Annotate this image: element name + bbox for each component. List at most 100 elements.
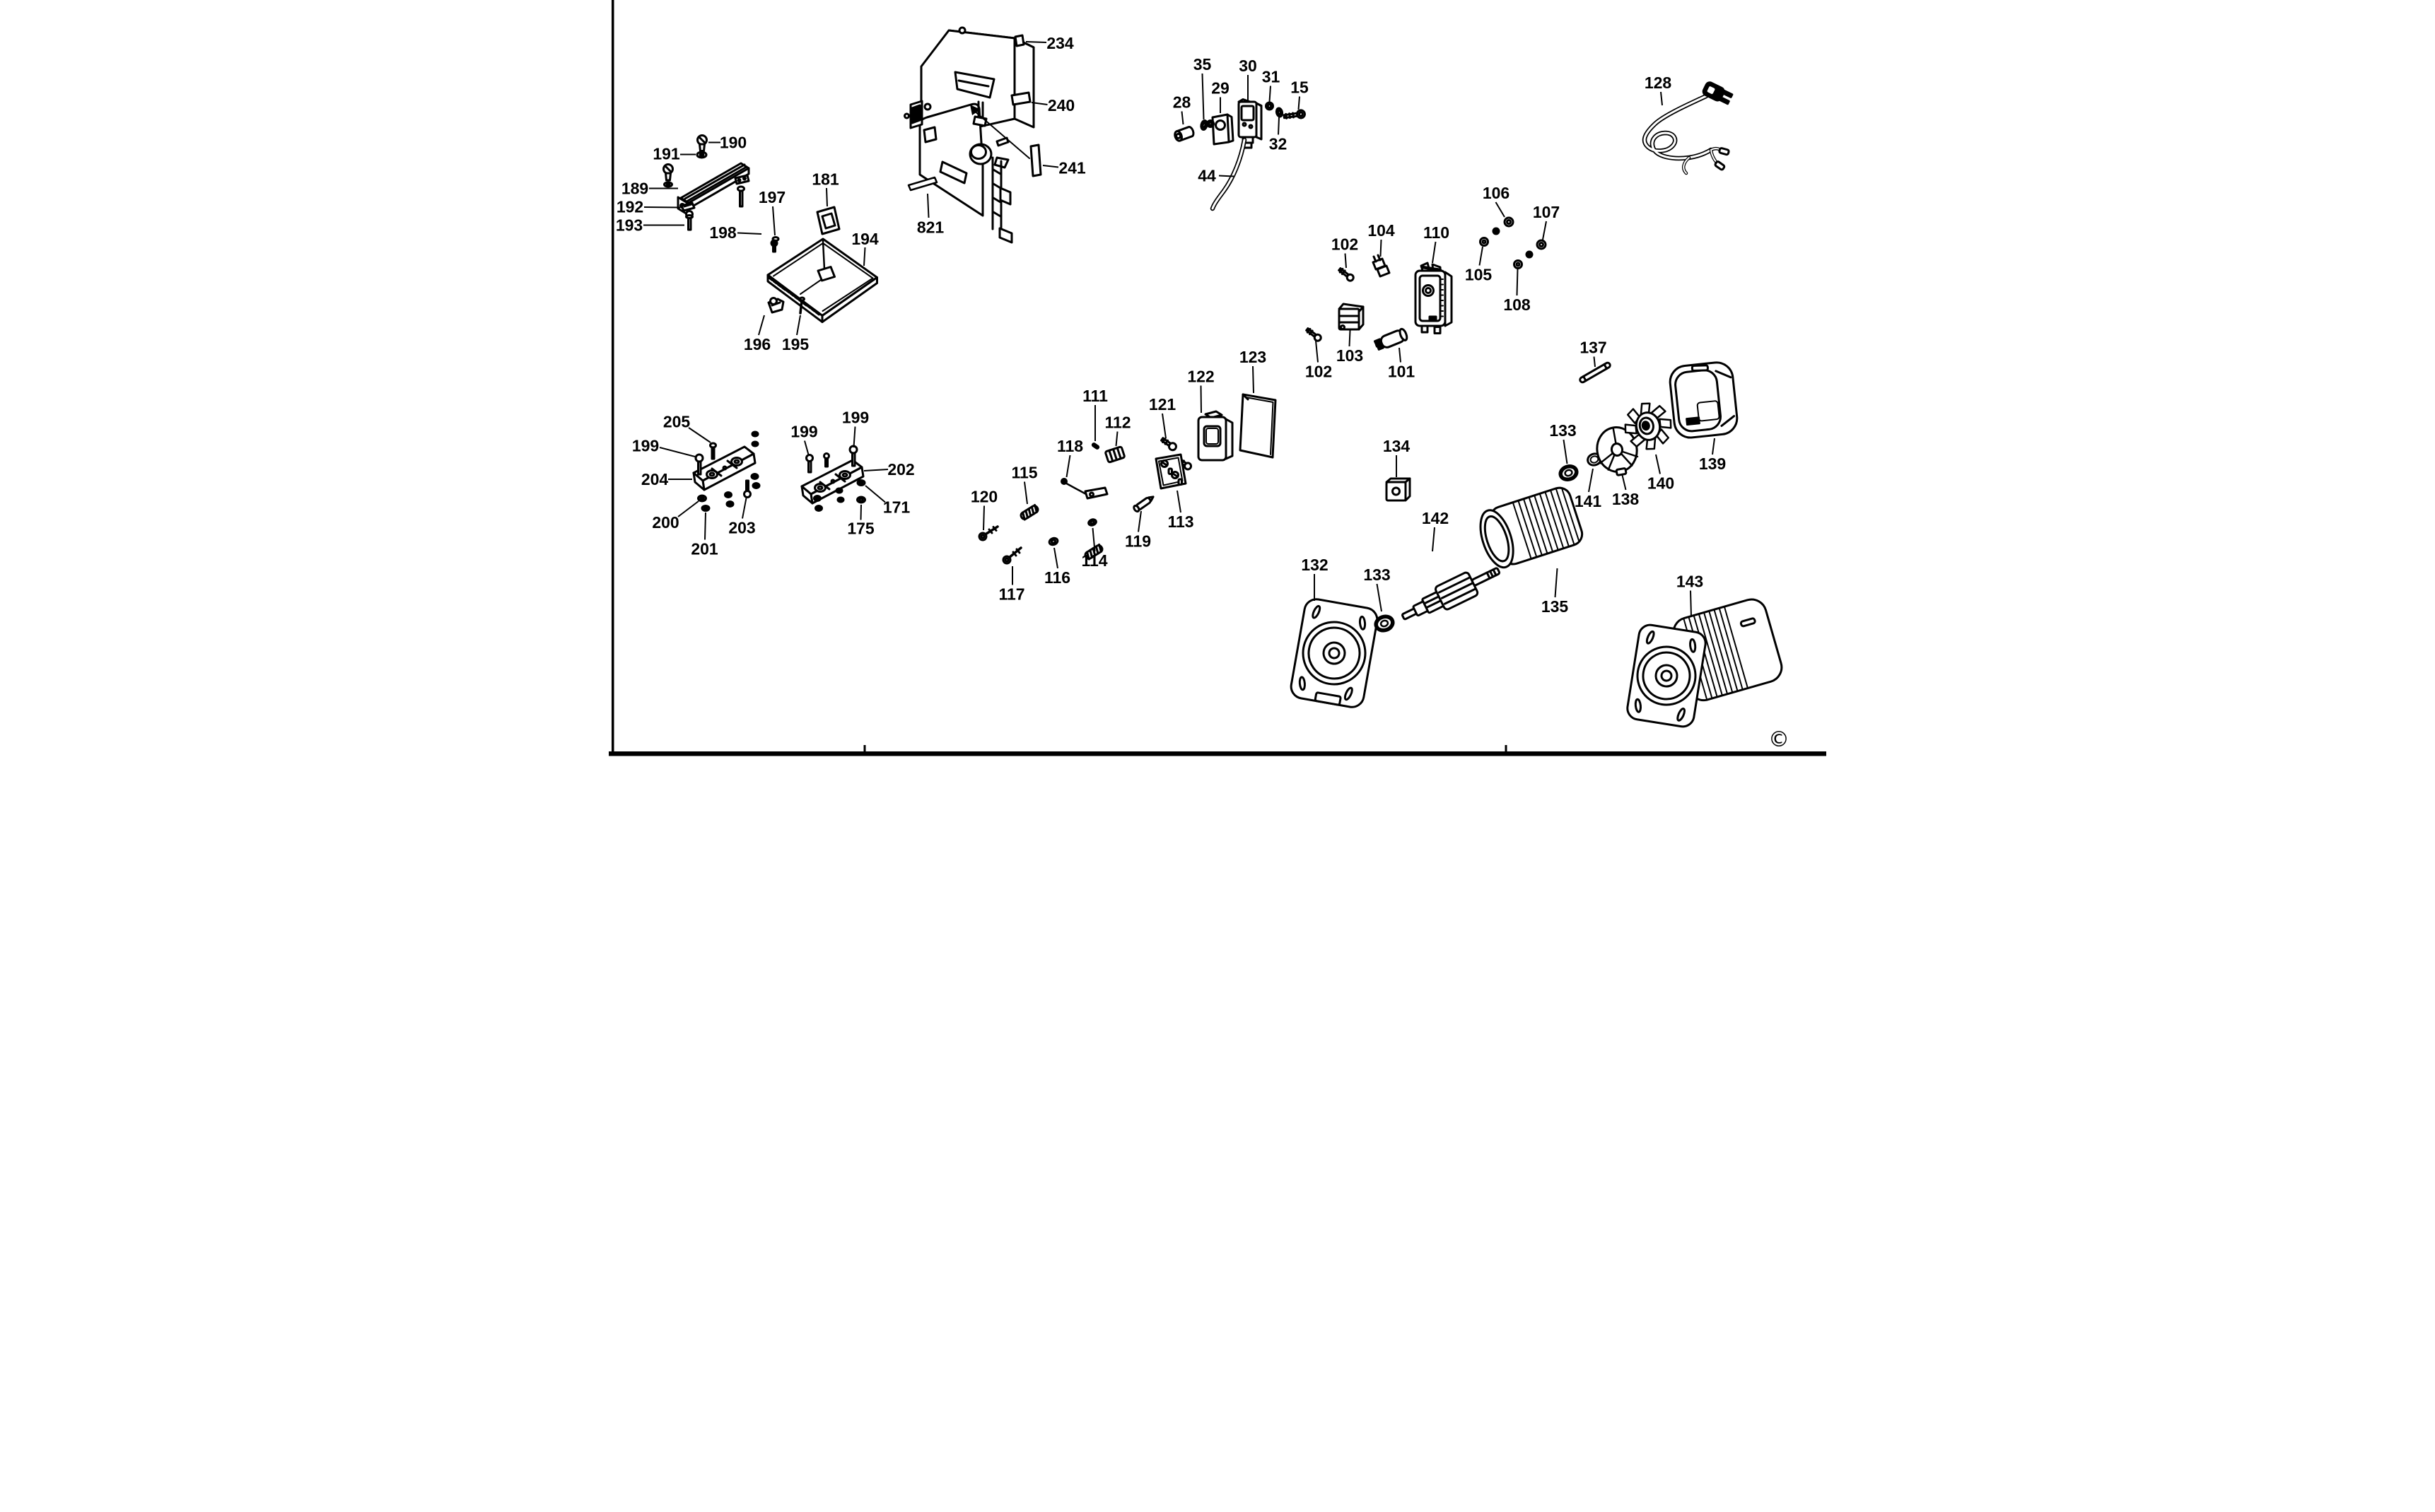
leader-line-113 — [1176, 490, 1181, 513]
part-spring — [1089, 549, 1094, 558]
part-241-blade — [1029, 143, 1042, 177]
part-15-screw — [1285, 112, 1288, 119]
part-105-bushing — [1481, 239, 1487, 245]
part-label-119: 119 — [1125, 532, 1151, 551]
part-199-screw — [697, 460, 702, 476]
leader-line-115 — [1024, 481, 1028, 505]
part-117-screw — [1012, 551, 1017, 557]
leader-line-175 — [860, 504, 862, 520]
part-132-motor-mount — [1302, 621, 1367, 686]
part-113-plate — [1155, 453, 1187, 490]
leader-line-195 — [796, 315, 801, 336]
part-label-115: 115 — [1011, 464, 1037, 482]
leader-line-128 — [1660, 91, 1663, 106]
part-204-rail-block — [692, 445, 757, 491]
part-122-cover — [1197, 410, 1234, 462]
part-101-capacitor — [1377, 344, 1384, 351]
part-203-screw — [743, 479, 752, 498]
part-123-gasket — [1239, 393, 1277, 459]
part-label-106: 106 — [1483, 184, 1510, 202]
part-194-table — [800, 279, 822, 295]
part-120-screw — [992, 526, 998, 532]
part-171-nut — [856, 479, 866, 486]
part-110-switch-housing — [1418, 274, 1442, 322]
leader-line-199 — [659, 447, 696, 457]
part-135-stator — [1544, 491, 1565, 549]
part-102-screw — [1306, 327, 1312, 334]
part-139-end-cap — [1686, 416, 1700, 426]
part-120-screw — [983, 525, 999, 536]
part-140-fan — [1624, 402, 1672, 450]
cord-terminal — [1714, 160, 1726, 171]
part-133-bearing — [1558, 464, 1579, 482]
leader-line-121 — [1162, 413, 1167, 439]
leader-line-199 — [804, 440, 810, 457]
page-frame — [609, 751, 1826, 756]
part-120-screw — [988, 528, 993, 534]
leader-line-114 — [1092, 527, 1096, 552]
part-122-cover — [1205, 428, 1219, 445]
part-label-31: 31 — [1262, 68, 1280, 86]
part-spring — [1092, 547, 1097, 557]
part-202-rail-block — [841, 472, 848, 478]
part-label-194: 194 — [851, 230, 879, 248]
part-132-motor-mount — [1312, 604, 1321, 619]
part-118-lever — [1061, 478, 1109, 500]
part-103-switch-block — [1340, 324, 1345, 330]
part-label-197: 197 — [759, 188, 786, 206]
leader-line-171 — [865, 485, 886, 503]
part-135-stator — [1517, 500, 1538, 558]
part-204-rail-block — [708, 471, 716, 477]
part-821-label-strip — [907, 176, 938, 192]
part-122-cover — [1203, 425, 1222, 447]
leader-line-194 — [863, 247, 866, 266]
part-181-table-insert — [816, 206, 841, 235]
part-117-screw — [1002, 555, 1012, 565]
part-115-spring — [1034, 503, 1038, 513]
part-saw-frame — [958, 26, 967, 35]
part-234-chip — [1014, 34, 1025, 47]
part-label-199: 199 — [790, 423, 817, 441]
leader-line-821 — [927, 193, 930, 218]
part-label-140: 140 — [1647, 474, 1674, 493]
part-label-32: 32 — [1269, 135, 1287, 153]
leader-line-110 — [1432, 241, 1437, 264]
part-115-spring — [1030, 505, 1035, 515]
part-135-stator — [1534, 494, 1554, 553]
part-115-spring — [1027, 508, 1032, 517]
part-143-motor-assembly — [1626, 598, 1783, 728]
copyright-symbol: © — [1768, 727, 1789, 752]
part-135-stator — [1479, 486, 1584, 569]
part-198-pin — [772, 245, 776, 253]
part-label-133: 133 — [1549, 421, 1576, 440]
part-115-spring — [1024, 509, 1029, 519]
page-frame — [609, 0, 1826, 756]
leader-line-28 — [1181, 111, 1184, 125]
part-113-plate — [1177, 478, 1183, 486]
part-107-bushing — [1538, 242, 1544, 247]
part-label-118: 118 — [1057, 437, 1083, 455]
part-142-armature — [1423, 595, 1440, 605]
block-hardware-rings — [724, 430, 845, 512]
saw-column-and-feet — [992, 211, 1002, 218]
leader-line-199 — [853, 426, 856, 448]
part-133-bearing — [1374, 614, 1395, 633]
part-123-gasket — [1244, 397, 1274, 455]
part-190-thumbscrew — [699, 136, 706, 143]
part-175-washer — [858, 497, 864, 503]
part-label-102: 102 — [1331, 235, 1358, 254]
leader-line-135 — [1554, 568, 1558, 598]
table-rack-teeth — [790, 293, 795, 297]
page-frame — [612, 0, 614, 756]
part-label-141: 141 — [1575, 492, 1602, 510]
part-117-screw — [1004, 557, 1010, 563]
part-114-nut — [1090, 520, 1095, 525]
part-194-table — [817, 266, 836, 282]
part-label-196: 196 — [744, 335, 771, 353]
part-110-switch-housing — [1428, 315, 1437, 322]
part-143-motor-assembly — [1626, 623, 1707, 728]
part-106-bushing — [1494, 229, 1498, 233]
part-102-screw — [1345, 273, 1355, 282]
saw-blade-guide — [972, 115, 988, 127]
part-fence-plate — [742, 176, 747, 181]
